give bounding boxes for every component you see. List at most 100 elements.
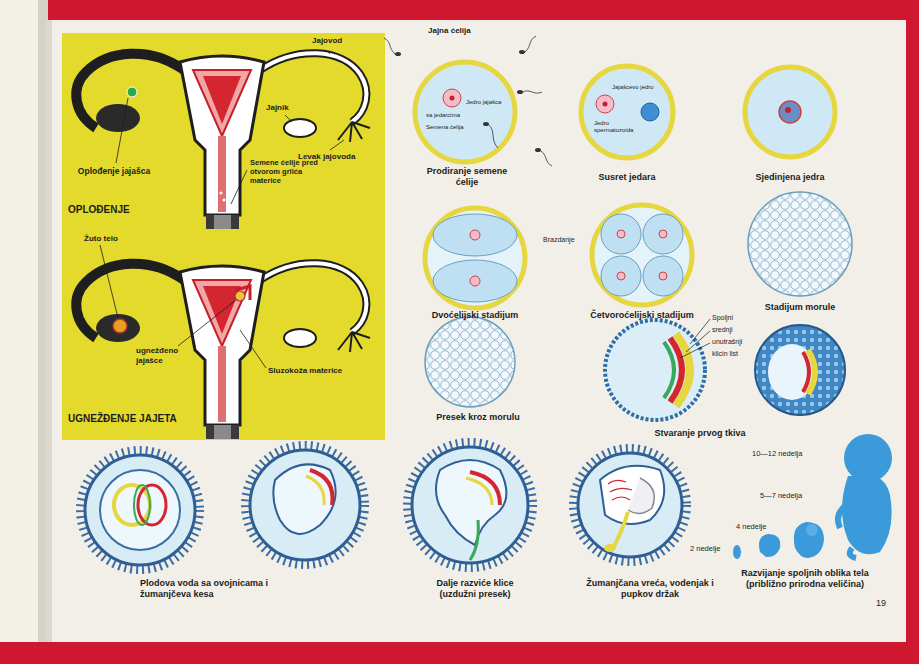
- drawing-circle: [235, 291, 245, 301]
- stage-caption: Presek kroz morulu: [413, 412, 543, 423]
- layer-label: klicin list: [712, 350, 738, 358]
- drawing-circle: [407, 442, 533, 568]
- drawing-line: [231, 170, 247, 204]
- drawing-g: [245, 445, 365, 565]
- drawing-line: [326, 50, 330, 54]
- drawing-circle: [844, 434, 892, 482]
- panel-heading: OPLOĐENJE: [68, 204, 130, 216]
- drawing-line: [178, 300, 236, 346]
- drawing-g: [407, 442, 533, 568]
- stage-caption: Razvijanje spoljnih oblika tela (približ…: [720, 568, 890, 590]
- drawing-circle: [425, 208, 525, 308]
- drawing-path: [850, 548, 856, 558]
- drawing-ellipse: [114, 485, 150, 525]
- part-label: Jajna ćelija: [428, 26, 471, 36]
- uterus-drawing: [76, 53, 370, 229]
- drawing-circle: [779, 101, 801, 123]
- drawing-ellipse: [483, 122, 489, 126]
- drawing-circle: [113, 319, 127, 333]
- part-label: Semene ćelije pred otvorom grlića materi…: [250, 158, 322, 185]
- layer-label: Spoljni: [712, 314, 733, 322]
- stage-caption: Sjedinjena jedra: [735, 172, 845, 183]
- layer-label: srednji: [712, 326, 733, 334]
- drawing-circle: [228, 206, 231, 209]
- part-label: Jajovod: [312, 36, 342, 46]
- drawing-ellipse: [604, 544, 616, 552]
- age-label: 4 nedelje: [736, 522, 766, 531]
- process-label: Brazdanje: [543, 236, 575, 244]
- drawing-ellipse: [395, 52, 401, 56]
- drawing-circle: [592, 205, 692, 305]
- drawing-g: [755, 325, 845, 415]
- drawing-circle: [443, 89, 461, 107]
- drawing-g: [116, 50, 344, 204]
- drawing-line: [116, 98, 128, 163]
- drawing-ellipse: [433, 260, 517, 302]
- part-label: Sluzokoža materice: [268, 366, 342, 376]
- panel-heading: UGNEŽĐENJE JAJETA: [68, 413, 177, 425]
- drawing-path: [436, 460, 506, 545]
- drawing-g: [617, 230, 667, 280]
- drawing-line: [240, 330, 266, 368]
- drawing-circle: [745, 67, 835, 157]
- drawing-path: [541, 151, 552, 166]
- drawing-circle: [605, 320, 705, 420]
- drawing-g: [581, 66, 673, 158]
- drawing-path: [842, 476, 892, 554]
- drawing-circle: [415, 62, 515, 162]
- drawing-line: [690, 319, 710, 344]
- drawing-circle: [85, 455, 195, 565]
- layer-label: unutrašnji: [712, 338, 742, 346]
- stage-caption: Dvoćelijski stadijum: [415, 310, 535, 321]
- drawing-circle: [643, 256, 683, 296]
- drawing-circle: [425, 317, 515, 407]
- drawing-circle: [100, 470, 180, 550]
- drawing-g: [745, 67, 835, 157]
- drawing-line: [680, 343, 710, 358]
- drawing-path: [306, 476, 324, 505]
- drawing-circle: [748, 192, 852, 296]
- drawing-g: [605, 319, 710, 420]
- stage-caption: Žumanjčana vreća, vodenjak i pupkov drža…: [584, 578, 716, 600]
- drawing-g: [100, 245, 266, 368]
- drawing-path: [236, 286, 250, 300]
- drawing-circle: [245, 445, 365, 565]
- age-label: 10—12 nedelja: [752, 449, 802, 458]
- drawing-g: [215, 192, 231, 209]
- drawing-circle: [581, 66, 673, 158]
- drawing-ellipse: [433, 214, 517, 256]
- part-label: Semena ćelija: [426, 124, 464, 131]
- drawing-circle: [601, 256, 641, 296]
- drawing-circle: [412, 447, 528, 563]
- drawing-ellipse: [768, 344, 816, 400]
- part-label: Žuto telo: [84, 234, 118, 244]
- stage-caption: Stvaranje prvog tkiva: [630, 428, 770, 439]
- drawing-circle: [250, 450, 360, 560]
- part-label: Jajašcevo jedro: [612, 84, 654, 91]
- drawing-circle: [617, 272, 625, 280]
- drawing-path: [525, 36, 536, 52]
- drawing-g: [592, 205, 692, 305]
- stage-caption: Stadijum morule: [745, 302, 855, 313]
- drawing-path: [466, 478, 492, 505]
- stage-caption: Dalje razviće klice (uzdužni presek): [419, 578, 531, 600]
- drawing-path: [489, 125, 498, 148]
- drawing-circle: [127, 87, 137, 97]
- drawing-path: [470, 520, 478, 560]
- drawing-line: [285, 115, 290, 120]
- drawing-circle: [470, 230, 480, 240]
- drawing-g: [733, 434, 892, 559]
- drawing-g: [384, 36, 552, 166]
- drawing-path: [759, 534, 780, 557]
- drawing-ellipse: [134, 485, 150, 525]
- drawing-path: [384, 38, 395, 54]
- age-label: 5—7 nedelja: [760, 491, 802, 500]
- drawing-circle: [470, 276, 480, 286]
- drawing-ellipse: [535, 148, 541, 152]
- stage-caption: Plodova voda sa ovojnicama i žumanjčeva …: [140, 578, 300, 600]
- age-label: 2 nedelje: [690, 544, 720, 553]
- drawing-circle: [220, 192, 223, 195]
- drawing-g: [680, 319, 710, 358]
